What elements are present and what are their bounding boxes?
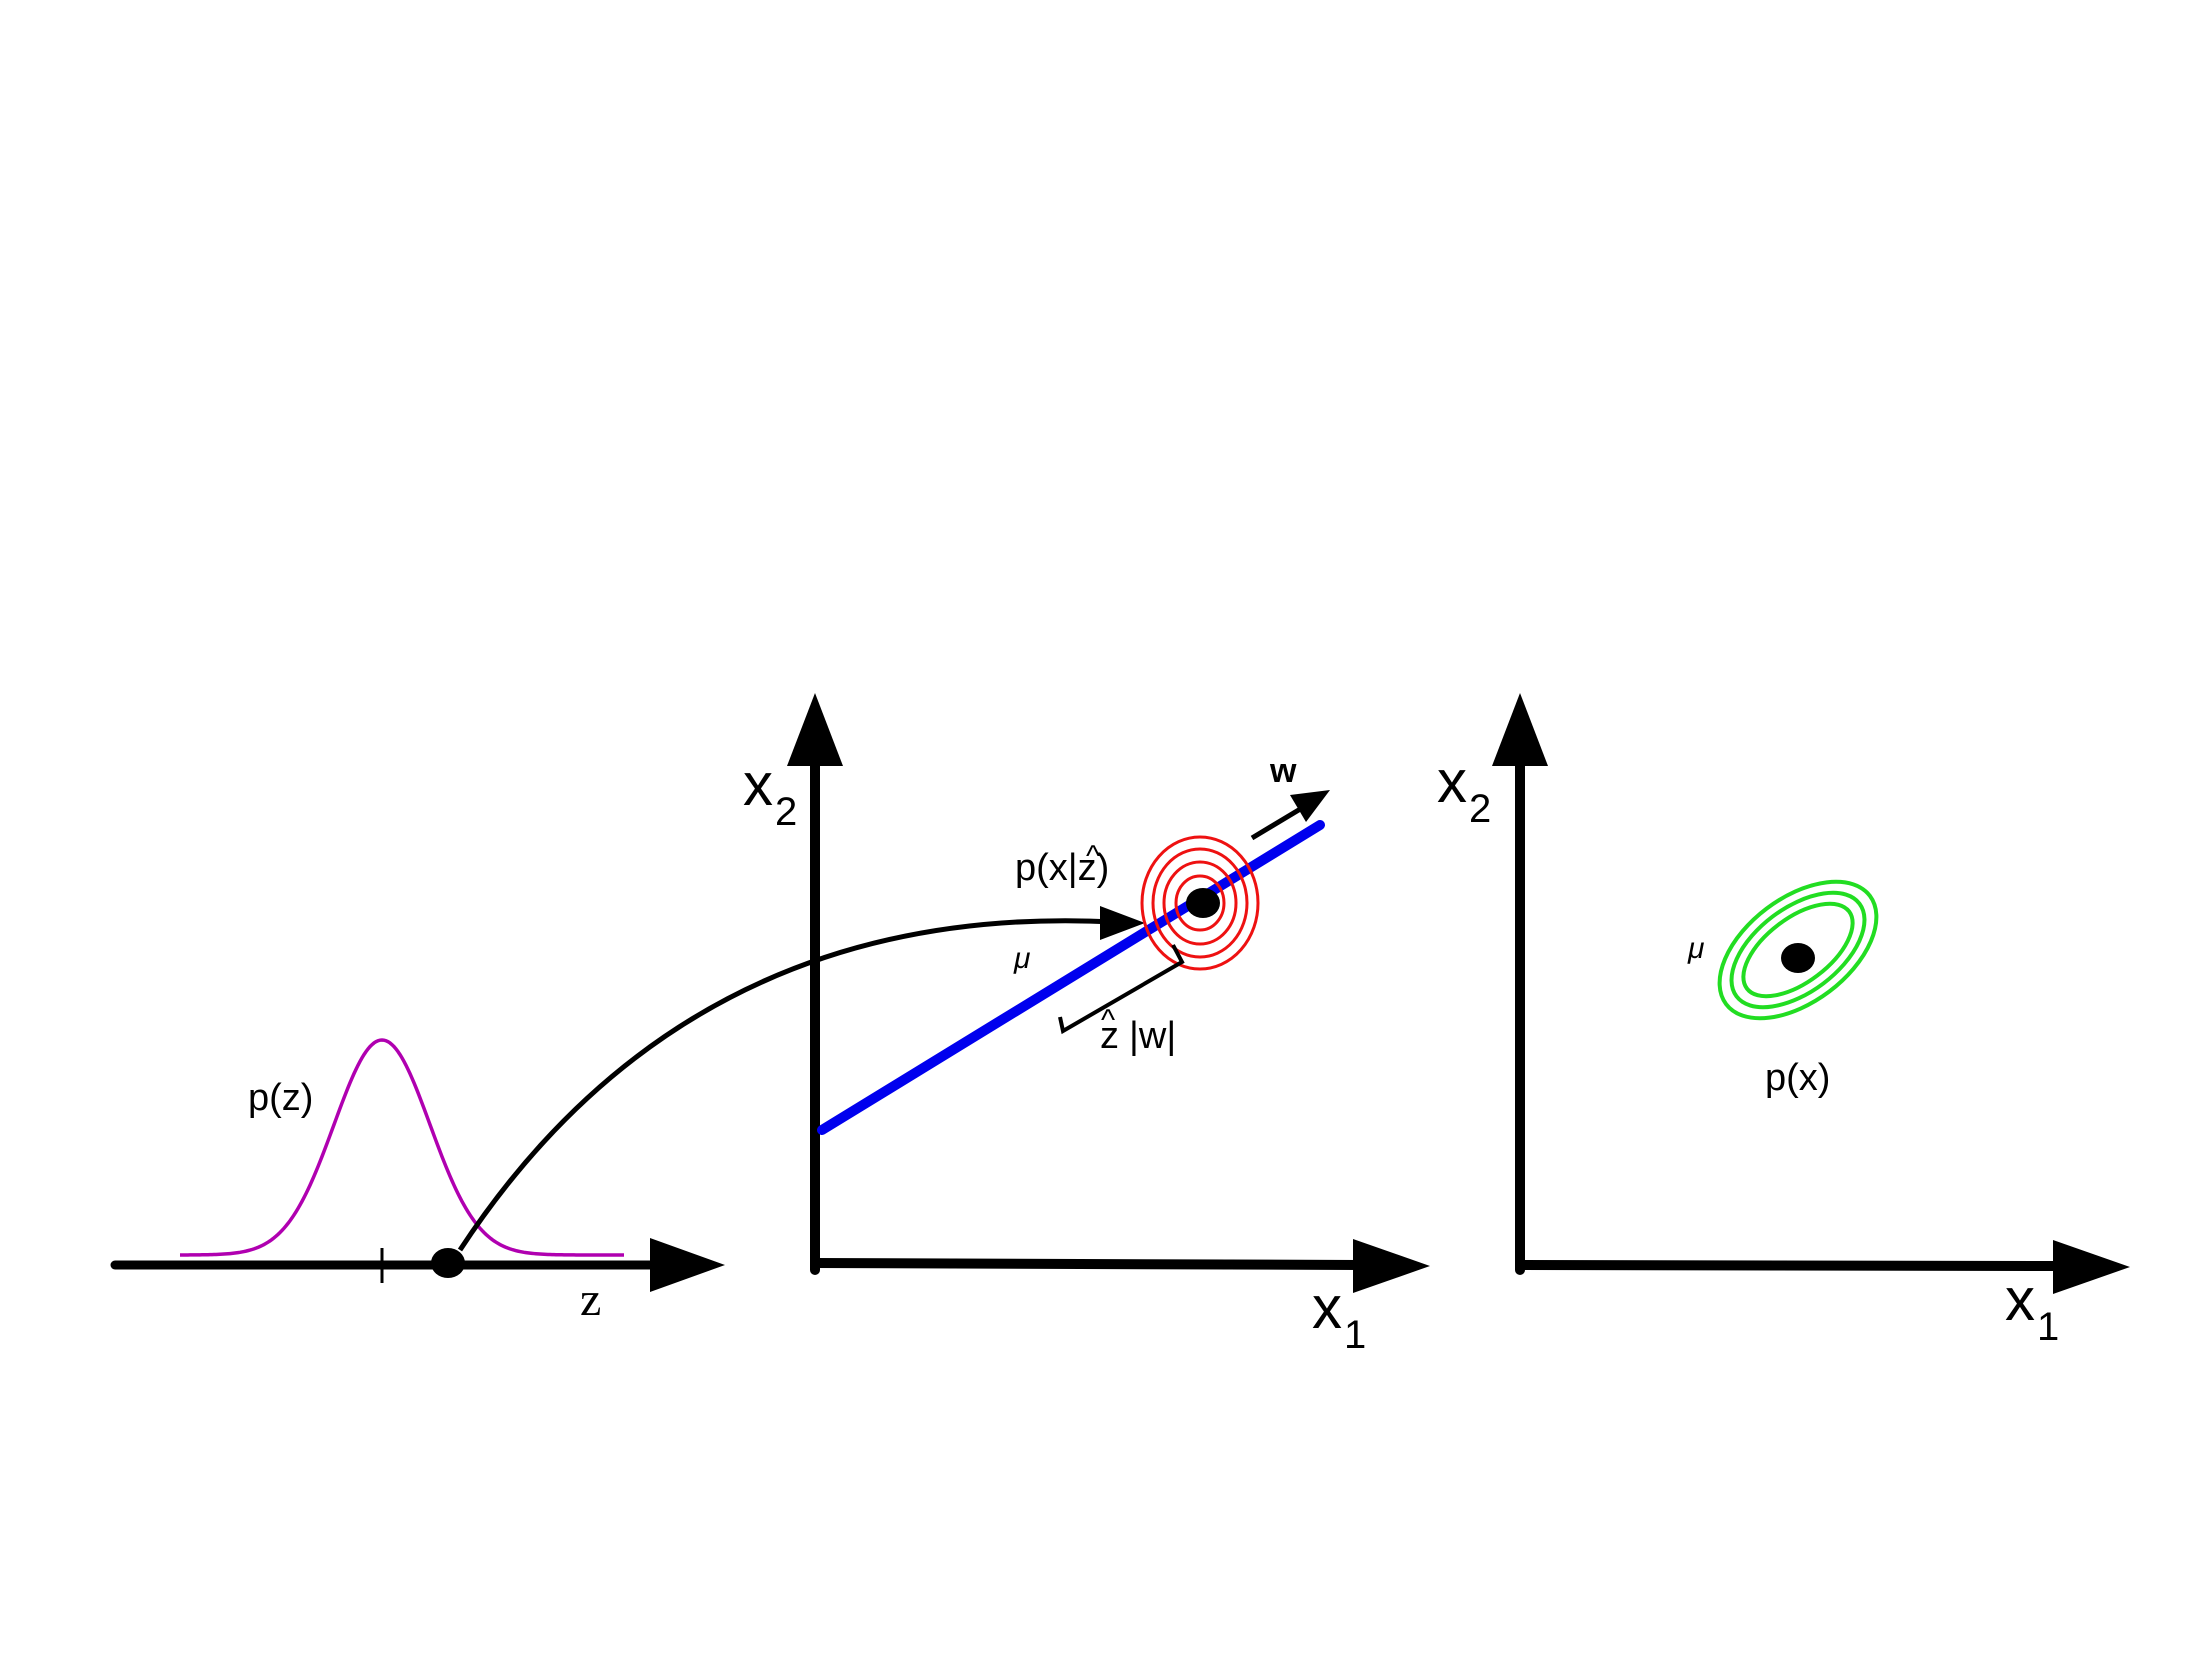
conditional-contours bbox=[1140, 835, 1260, 971]
offset-bracket bbox=[1058, 944, 1185, 1035]
w-direction-arrowhead bbox=[1290, 790, 1330, 822]
z-axis-arrowhead bbox=[650, 1238, 725, 1292]
offset-hat-symbol: ^ bbox=[1101, 1004, 1115, 1037]
conditional-mean-point bbox=[1186, 888, 1220, 918]
z-axis-label: z bbox=[580, 1273, 601, 1326]
conditional-density-label: p(x|z) bbox=[1015, 847, 1109, 889]
x2-axis-arrowhead-1 bbox=[787, 693, 843, 766]
marginal-density-label: p(x) bbox=[1765, 1057, 1830, 1099]
mapping-arrow bbox=[457, 906, 1145, 1252]
marginal-contour-3 bbox=[1741, 901, 1855, 999]
x1-axis-arrowhead-2 bbox=[2053, 1240, 2130, 1294]
mapping-arrowhead bbox=[1100, 906, 1145, 940]
latent-density-label: p(z) bbox=[248, 1077, 313, 1119]
marginal-contours bbox=[1717, 879, 1879, 1021]
conditional-contour-4 bbox=[1174, 874, 1226, 932]
conditional-mean-label: μ bbox=[1013, 942, 1030, 975]
x1-axis-line-1 bbox=[810, 1258, 1365, 1270]
w-direction-shaft bbox=[1250, 805, 1304, 841]
x2-axis-arrowhead-2 bbox=[1492, 693, 1548, 766]
principal-subspace-line bbox=[817, 820, 1325, 1135]
marginal-contour-2 bbox=[1729, 890, 1867, 1010]
x1-axis-arrowhead-1 bbox=[1353, 1239, 1430, 1293]
x1-axis-label-1: x1 bbox=[1312, 1274, 1366, 1357]
mapping-curve bbox=[457, 918, 1116, 1252]
marginal-mean-label: μ bbox=[1687, 932, 1704, 965]
conditional-hat-symbol: ^ bbox=[1086, 840, 1100, 873]
offset-label: z|w| bbox=[1100, 1015, 1176, 1057]
latent-sample-point bbox=[431, 1248, 465, 1278]
latent-panel: p(z) z bbox=[110, 1038, 725, 1326]
marginal-contour-1 bbox=[1717, 879, 1879, 1021]
conditional-contour-2 bbox=[1151, 847, 1249, 959]
conditional-contour-1 bbox=[1140, 835, 1260, 971]
marginal-mean-point bbox=[1781, 943, 1815, 973]
latent-density-curve bbox=[179, 1038, 624, 1257]
x1-axis-line-2 bbox=[1515, 1260, 2065, 1271]
conditional-panel: x2 x1 w p(x|z) ^ μ z|w| ^ bbox=[743, 693, 1430, 1357]
x2-axis-label-1: x2 bbox=[743, 751, 797, 834]
x2-axis-label-2: x2 bbox=[1437, 748, 1491, 831]
x1-axis-label-2: x1 bbox=[2005, 1266, 2059, 1349]
marginal-panel: x2 x1 μ p(x) bbox=[1437, 693, 2130, 1349]
w-direction-label: w bbox=[1269, 752, 1297, 790]
conditional-contour-3 bbox=[1162, 860, 1238, 946]
